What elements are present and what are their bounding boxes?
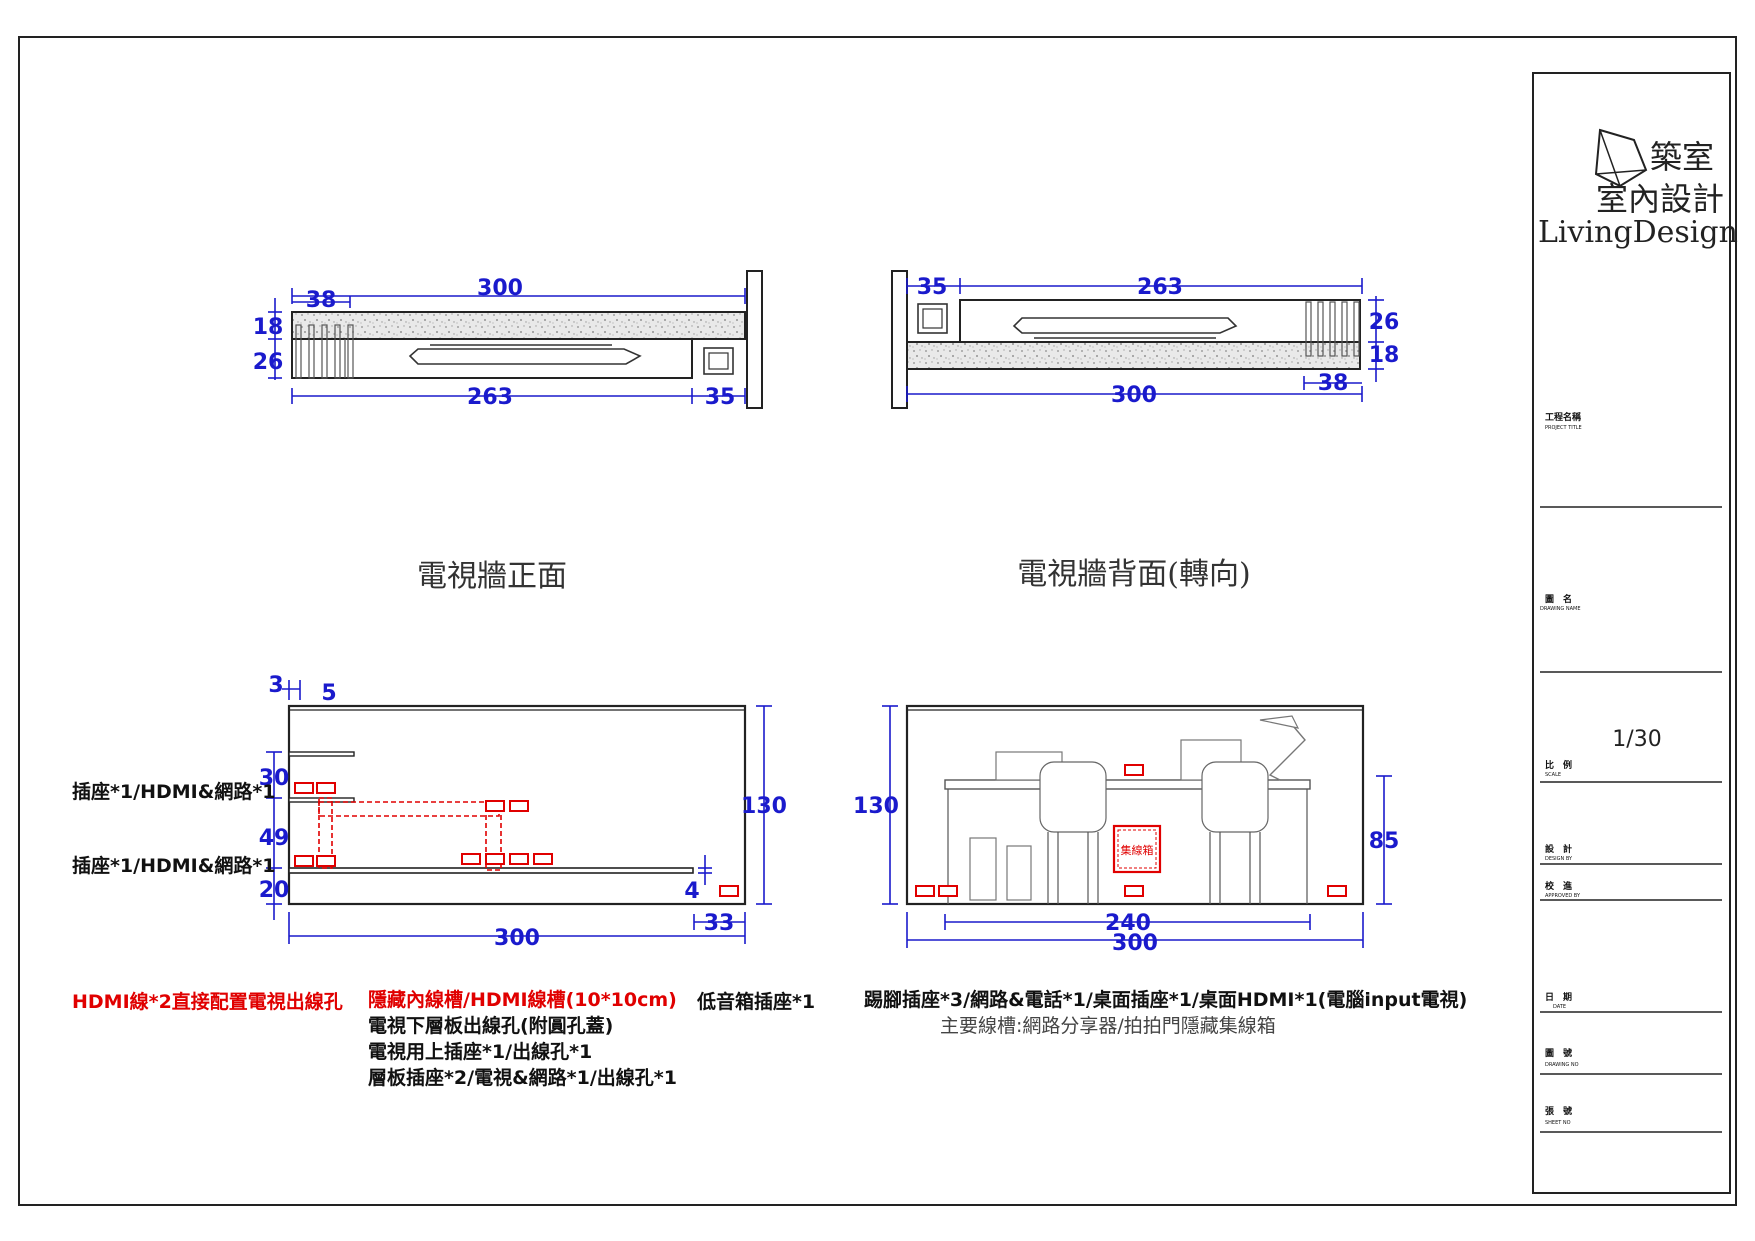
check-en: APPROVED BY — [1545, 893, 1581, 899]
dim-130-back: 130 — [853, 794, 899, 819]
tv-plan-back — [1012, 317, 1238, 334]
drawing-name-label: 圖 名 — [1545, 593, 1572, 605]
dim-263-back: 263 — [1137, 275, 1183, 300]
pc-tower — [1006, 845, 1032, 901]
outlet — [294, 782, 314, 794]
project-label: 工程名稱 — [1545, 411, 1581, 423]
brand-logo: 築室 室內設計 LivingDesign — [1538, 128, 1738, 250]
outlet — [719, 885, 739, 897]
chair — [1201, 761, 1269, 904]
scale-label: 比 例 — [1545, 759, 1572, 771]
dim-35-back: 35 — [917, 275, 948, 300]
note-hidden-trough: 隱藏內線槽/HDMI線槽(10*10cm) — [368, 988, 677, 1011]
sheet-border — [18, 36, 1737, 1206]
dim-300: 300 — [477, 276, 523, 301]
brand-en: LivingDesign — [1538, 215, 1738, 250]
outlet — [461, 853, 481, 865]
front-elevation: 3 5 30 49 20 130 4 33 300 — [259, 673, 787, 951]
brand-cn-2: 室內設計 — [1596, 180, 1724, 218]
dim-49: 49 — [259, 826, 290, 851]
shelf-upper — [288, 751, 355, 757]
outlet — [485, 853, 505, 865]
desk-lamp — [1268, 719, 1306, 781]
note-lower-hole: 電視下層板出線孔(附圓孔蓋) — [368, 1014, 613, 1037]
outlet — [1327, 885, 1347, 897]
note-main-trough: 主要線槽:網路分享器/拍拍門隱藏集線箱 — [940, 1015, 1276, 1037]
drawing-name-en: DRAWING NAME — [1540, 606, 1581, 612]
note-back-outlets: 踢腳插座*3/網路&電話*1/桌面插座*1/桌面HDMI*1(電腦input電視… — [864, 988, 1467, 1011]
date-label: 日 期 — [1545, 991, 1572, 1003]
drawing-no-label: 圖 號 — [1545, 1047, 1572, 1059]
dim-38-back: 38 — [1318, 371, 1349, 396]
dim-3: 3 — [268, 673, 283, 698]
dim-20: 20 — [259, 878, 290, 903]
dim-18: 18 — [253, 315, 284, 340]
outlet — [316, 782, 336, 794]
outlet — [1124, 764, 1144, 776]
check-label: 校 進 — [1545, 880, 1573, 892]
sheet-no-en: SHEET NO — [1545, 1120, 1571, 1126]
dim-130: 130 — [741, 794, 787, 819]
outlet — [533, 853, 553, 865]
outlet — [509, 800, 529, 812]
label-outlet-upper: 插座*1/HDMI&網路*1 — [72, 780, 275, 803]
dim-38: 38 — [306, 288, 337, 313]
wall-section — [746, 270, 763, 409]
dim-26: 26 — [253, 350, 284, 375]
desk-top — [944, 779, 1311, 790]
tv-plan — [408, 348, 642, 365]
chair — [1039, 761, 1107, 904]
design-label: 設 計 — [1545, 843, 1572, 855]
dim-26-back: 26 — [1369, 310, 1400, 335]
dim-33: 33 — [704, 911, 735, 936]
note-upper-outlet: 電視用上插座*1/出線孔*1 — [368, 1040, 592, 1063]
dim-5: 5 — [321, 681, 336, 706]
plan-view-back: 35 263 26 18 38 300 — [891, 270, 1400, 409]
sheet-no-label: 張 號 — [1545, 1105, 1572, 1117]
note-subwoofer: 低音箱插座*1 — [696, 990, 815, 1013]
dim-240: 240 — [1105, 911, 1151, 936]
junction-box-label: 集線箱 — [1121, 843, 1154, 857]
scale-value: 1/30 — [1612, 727, 1661, 752]
drawing-no-en: DRAWING NO — [1545, 1062, 1579, 1068]
note-hdmi-direct: HDMI線*2直接配置電視出線孔 — [72, 990, 343, 1013]
outlet — [915, 885, 935, 897]
outlet — [294, 855, 314, 867]
dim-85: 85 — [1369, 829, 1400, 854]
pc-tower — [969, 837, 997, 901]
note-shelf-outlet: 層板插座*2/電視&網路*1/出線孔*1 — [368, 1066, 677, 1089]
outlet — [485, 800, 505, 812]
outlet — [509, 853, 529, 865]
junction-box — [1112, 824, 1162, 874]
dim-263: 263 — [467, 385, 513, 410]
back-view-title: 電視牆背面(轉向) — [1017, 557, 1250, 592]
title-block: 築室 室內設計 LivingDesign 工程名稱 PROJECT TITLE … — [1532, 72, 1738, 1194]
dim-35: 35 — [705, 385, 736, 410]
scale-en: SCALE — [1545, 772, 1561, 778]
front-view-title: 電視牆正面 — [417, 559, 567, 594]
dim-4: 4 — [684, 879, 699, 904]
brand-cn-1: 築室 — [1650, 138, 1714, 176]
date-en: DATE — [1553, 1004, 1566, 1010]
outlet — [938, 885, 958, 897]
wall-section-back — [891, 270, 908, 409]
dim-300-back: 300 — [1111, 383, 1157, 408]
label-outlet-lower: 插座*1/HDMI&網路*1 — [72, 854, 275, 877]
design-en: DESIGN BY — [1545, 856, 1573, 862]
dim-30: 30 — [259, 766, 290, 791]
plan-view-front: 300 38 18 26 263 35 — [253, 270, 763, 410]
outlet — [1124, 885, 1144, 897]
project-en: PROJECT TITLE — [1545, 425, 1582, 431]
dim-300-back-elev: 300 — [1112, 931, 1158, 956]
dim-300-front-elev: 300 — [494, 926, 540, 951]
dim-18-back: 18 — [1369, 343, 1400, 368]
outlet — [316, 855, 336, 867]
back-elevation: 集線箱 130 85 240 300 — [853, 704, 1400, 956]
